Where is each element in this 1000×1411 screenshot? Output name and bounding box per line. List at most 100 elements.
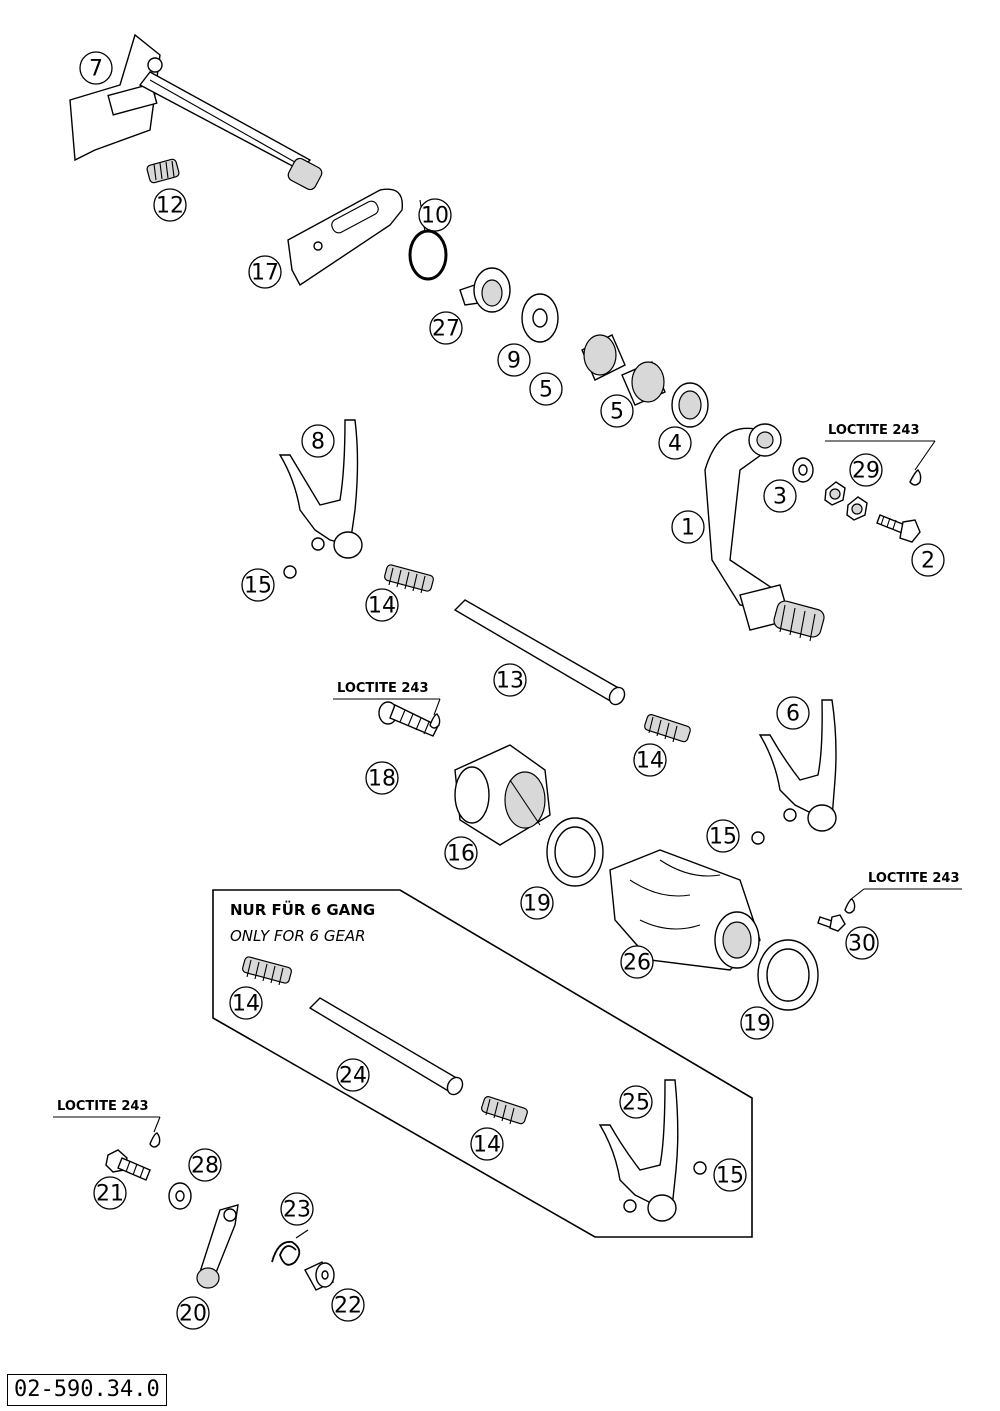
loctite-label-3: LOCTITE 243: [844, 871, 962, 914]
callout-circle: [248, 255, 282, 289]
lever-part-20: [196, 1204, 239, 1289]
shift-fork-part-8: [278, 419, 363, 559]
loctite-text-2: LOCTITE 243: [337, 681, 429, 696]
part-callout: 15: [713, 1158, 747, 1192]
callout-circle: [444, 836, 478, 870]
shift-drum-locating-part-16: [454, 744, 551, 846]
callout-circle: [365, 761, 399, 795]
callout-number: 14: [473, 1133, 501, 1158]
bolt-part-18: [378, 701, 439, 737]
callout-circle: [365, 588, 399, 622]
loctite-text-4: LOCTITE 243: [57, 1099, 149, 1114]
part-callout: 6: [776, 696, 810, 730]
callout-number: 3: [773, 485, 787, 510]
part-callout: 13: [493, 663, 527, 697]
part-callout: 14: [365, 588, 399, 622]
callout-circle: [241, 568, 275, 602]
part-callout: 7: [79, 51, 113, 85]
callout-number: 28: [191, 1154, 219, 1179]
part-callout: 17: [248, 255, 282, 289]
callout-circle: [93, 1176, 127, 1210]
spring-part-14b: [644, 714, 691, 743]
part-callout: 16: [444, 836, 478, 870]
callout-number: 27: [432, 317, 460, 342]
spring-part-12: [146, 158, 180, 184]
spring-part-14a: [384, 564, 434, 594]
callout-number: 21: [96, 1182, 124, 1207]
callout-number: 5: [610, 400, 624, 425]
callout-number: 8: [311, 430, 325, 455]
seal-part-19a: [546, 817, 604, 887]
part-callout: 14: [470, 1127, 504, 1161]
spring-part-14d: [481, 1096, 528, 1125]
part-callout: 15: [706, 819, 740, 853]
callout-number: 20: [179, 1302, 207, 1327]
callout-number: 9: [507, 349, 521, 374]
seal-part-19b: [757, 939, 819, 1011]
roller-part-22: [304, 1261, 335, 1291]
callout-circle: [763, 479, 797, 513]
callout-circle: [331, 1288, 365, 1322]
six-gear-only-box: NUR FÜR 6 GANG ONLY FOR 6 GEAR: [212, 889, 753, 1238]
callout-number: 29: [852, 459, 880, 484]
loctite-label-4: LOCTITE 243: [53, 1099, 161, 1148]
part-callout: 9: [497, 343, 531, 377]
spring-part-14c: [242, 956, 292, 986]
callout-number: 26: [623, 951, 651, 976]
part-callout: 10: [418, 198, 452, 232]
callout-circle: [849, 453, 883, 487]
shift-lever-part-1: [704, 423, 825, 642]
part-callout: 20: [176, 1296, 210, 1330]
callout-number: 18: [368, 767, 396, 792]
part-callout: 26: [620, 945, 654, 979]
callout-circle: [713, 1158, 747, 1192]
callout-number: 12: [156, 194, 184, 219]
callout-number: 7: [89, 57, 103, 82]
callout-number: 6: [786, 702, 800, 727]
callout-number: 14: [368, 594, 396, 619]
callout-number: 16: [447, 842, 475, 867]
loctite-text-1: LOCTITE 243: [828, 423, 920, 438]
bushing-part-5b: [621, 361, 666, 406]
callout-circle: [79, 51, 113, 85]
part-callout: 29: [849, 453, 883, 487]
roller-part-27: [459, 267, 511, 313]
part-callout: 1: [671, 510, 705, 544]
callout-circle: [176, 1296, 210, 1330]
callout-circle: [911, 543, 945, 577]
callout-number: 19: [523, 892, 551, 917]
part-callout: 4: [658, 426, 692, 460]
loctite-label-2: LOCTITE 243: [333, 681, 441, 729]
part-callout: 3: [763, 479, 797, 513]
callout-number: 14: [232, 992, 260, 1017]
part-callout: 5: [529, 372, 563, 406]
part-callout: 14: [229, 986, 263, 1020]
callout-number: 19: [743, 1012, 771, 1037]
washer-part-9: [521, 293, 559, 343]
callout-circle: [153, 188, 187, 222]
shift-plate-part-17: [287, 188, 404, 287]
callout-number: 22: [334, 1294, 362, 1319]
callout-number: 30: [848, 932, 876, 957]
ball-part-15c: [693, 1161, 707, 1175]
callout-number: 15: [709, 825, 737, 850]
washer-part-3: [792, 457, 814, 483]
callout-number: 14: [636, 749, 664, 774]
callout-circle: [229, 986, 263, 1020]
shift-shaft-part-7: [69, 33, 323, 191]
callout-circle: [188, 1148, 222, 1182]
callout-circle: [620, 945, 654, 979]
part-callout: 18: [365, 761, 399, 795]
callout-circle: [740, 1006, 774, 1040]
callout-circle: [633, 743, 667, 777]
bushing-part-5a: [581, 334, 626, 381]
callout-circle: [470, 1127, 504, 1161]
part-callout: 19: [740, 1006, 774, 1040]
callout-number: 1: [681, 516, 695, 541]
callout-circle: [301, 424, 335, 458]
callout-circle: [600, 394, 634, 428]
bolt-part-2: [876, 514, 921, 543]
callout-circle: [497, 343, 531, 377]
callout-circle: [280, 1192, 314, 1226]
